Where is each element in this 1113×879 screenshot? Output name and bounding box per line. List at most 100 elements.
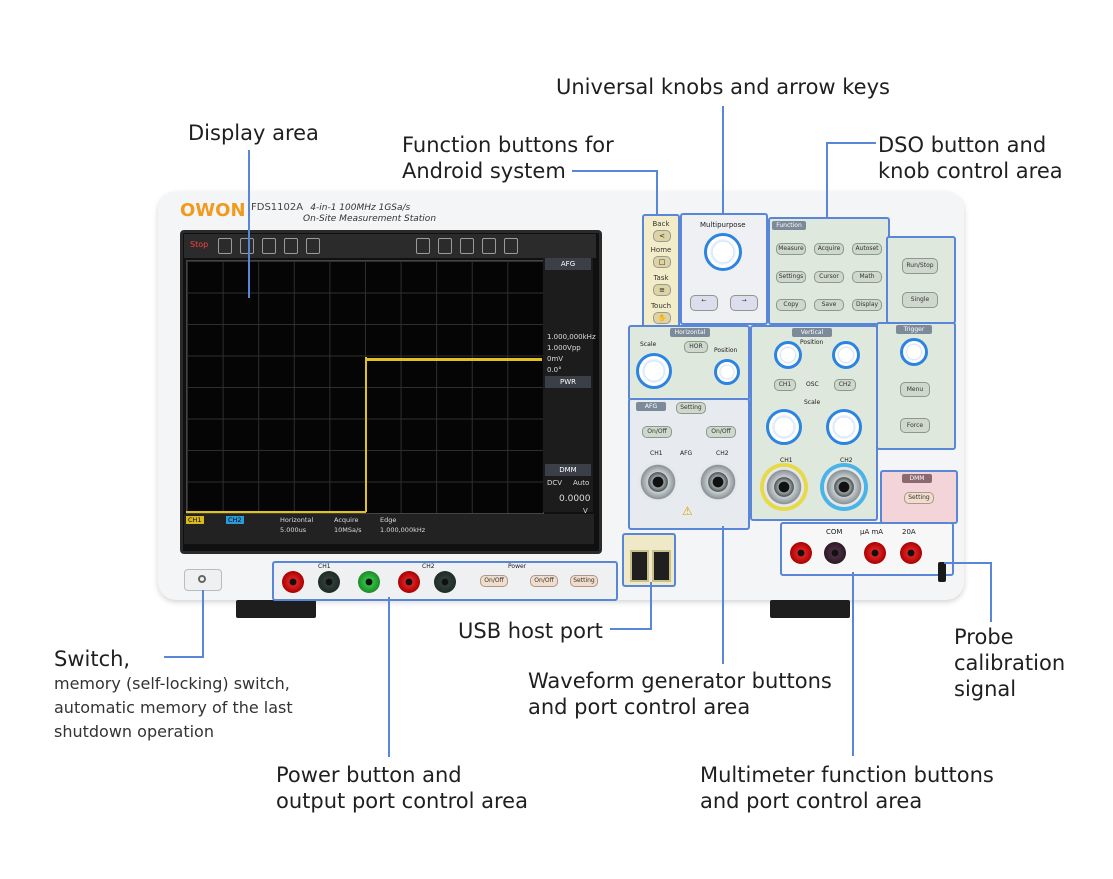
ch2-scale-knob[interactable] (826, 409, 862, 445)
20a-jack[interactable] (900, 542, 922, 564)
ch1-button[interactable]: CH1 (774, 379, 796, 391)
status-time: 5.000us (280, 526, 307, 534)
model-label: FDS1102A 4-in-1 100MHz 1GSa/s On-Site Me… (251, 202, 437, 224)
trigger-level-knob[interactable] (900, 338, 928, 366)
side-amp: 1.000Vpp (547, 344, 581, 352)
left-arrow-key[interactable]: ← (690, 295, 718, 311)
afg-mid-label: AFG (680, 450, 693, 457)
multipurpose-label: Multipurpose (700, 221, 746, 229)
default-icon[interactable] (306, 238, 320, 254)
home-button[interactable]: □ (653, 256, 671, 268)
status-freq: 1.000,000kHz (380, 526, 426, 534)
cursor-icon[interactable] (460, 238, 474, 254)
waveform-icon[interactable] (240, 238, 254, 254)
screen-side-panel: AFG 1.000,000kHz 1.000Vpp 0mV 0.0° PWR D… (543, 258, 596, 515)
afg-ch2-onoff-button[interactable]: On/Off (706, 426, 736, 438)
copy-button[interactable]: Copy (776, 299, 806, 311)
horizontal-scale-knob[interactable] (636, 353, 672, 389)
trace-edge (365, 357, 367, 512)
dmm-setting-button[interactable]: Setting (904, 492, 934, 504)
touch-label: Touch (650, 302, 672, 310)
back-button[interactable]: < (653, 230, 671, 242)
ua-ma-jack[interactable] (864, 542, 886, 564)
pwr-ground-jack[interactable] (358, 571, 380, 593)
ch2-button[interactable]: CH2 (834, 379, 856, 391)
pwr-ch1-onoff-button[interactable]: On/Off (480, 575, 508, 587)
callout-power: Power button and output port control are… (276, 763, 528, 813)
usb-port-2[interactable] (652, 550, 671, 582)
multipurpose-knob[interactable] (704, 233, 742, 271)
callout-usb: USB host port (458, 619, 603, 643)
horizontal-position-knob[interactable] (714, 359, 740, 385)
ch2-position-knob[interactable] (832, 341, 860, 369)
callout-android: Function buttons for Android system (402, 133, 614, 183)
display-button[interactable]: Display (852, 299, 882, 311)
pwr-ch1-negative-jack[interactable] (318, 571, 340, 593)
save-button[interactable]: Save (814, 299, 844, 311)
pwr-ch2-onoff-button[interactable]: On/Off (530, 575, 558, 587)
hor-button[interactable]: HOR (684, 341, 708, 353)
acquire-button[interactable]: Acquire (814, 243, 844, 255)
task-button[interactable]: ≡ (653, 284, 671, 296)
afg-setting-button[interactable]: Setting (676, 402, 706, 414)
run-control-panel: Run/Stop Single (886, 236, 956, 324)
pwr-setting-button[interactable]: Setting (570, 575, 598, 587)
copy-icon[interactable] (284, 238, 298, 254)
com-label: COM (826, 528, 843, 536)
pwr-ch1-positive-jack[interactable] (282, 571, 304, 593)
cursor-button[interactable]: Cursor (814, 271, 844, 283)
stop-indicator: Stop (190, 240, 209, 249)
dmm-panel: DMM Setting (880, 470, 958, 524)
power-output-panel: CH1 CH2 Power On/Off On/Off Setting (272, 561, 618, 601)
leader-usb-v (650, 582, 652, 630)
leader-universal (722, 106, 724, 214)
settings-button[interactable]: Settings (776, 271, 806, 283)
v-ohm-jack[interactable] (790, 542, 812, 564)
afg-ch1-output[interactable] (638, 462, 678, 502)
math-button[interactable]: Math (852, 271, 882, 283)
pwr-ch2-negative-jack[interactable] (434, 571, 456, 593)
autoset-button[interactable]: Autoset (852, 243, 882, 255)
trigger-force-button[interactable]: Force (900, 418, 930, 433)
power-head-label: Power (508, 563, 527, 570)
com-jack[interactable] (824, 542, 846, 564)
leader-dso-v (826, 142, 828, 218)
stop-icon[interactable] (218, 238, 232, 254)
usb-port-1[interactable] (630, 550, 649, 582)
probe-calibration-terminal[interactable] (938, 562, 946, 582)
touch-button[interactable]: ✋ (653, 312, 671, 324)
fft-icon[interactable] (482, 238, 496, 254)
right-arrow-key[interactable]: → (730, 295, 758, 311)
leader-waveform (722, 526, 724, 664)
leader-probe-v (990, 562, 992, 622)
vertical-panel: Vertical Position CH1 OSC CH2 Scale CH1 … (750, 325, 878, 521)
measure-button[interactable]: Measure (776, 243, 806, 255)
screen-status-bar: CH1 CH2 Horizontal 5.000us Acquire 10MSa… (184, 514, 594, 544)
power-switch[interactable] (184, 569, 222, 591)
ch2-bnc-input[interactable] (824, 467, 864, 507)
leader-switch-v (202, 590, 204, 658)
snapshot-icon[interactable] (416, 238, 430, 254)
leader-display (248, 150, 250, 298)
dso-function-panel: Function Measure Acquire Autoset Setting… (768, 217, 890, 325)
autoset-icon[interactable] (262, 238, 276, 254)
trigger-menu-button[interactable]: Menu (900, 382, 930, 397)
leader-switch-h (164, 656, 204, 658)
afg-ch2-output[interactable] (698, 462, 738, 502)
trigger-header: Trigger (896, 325, 932, 334)
force-icon[interactable] (438, 238, 452, 254)
vertical-scale-label: Scale (804, 399, 821, 406)
ch1-badge[interactable]: CH1 (186, 516, 204, 524)
back-label: Back (652, 220, 670, 228)
ch1-scale-knob[interactable] (766, 409, 802, 445)
ch1-position-knob[interactable] (774, 341, 802, 369)
ch2-badge[interactable]: CH2 (226, 516, 244, 524)
run-stop-button[interactable]: Run/Stop (902, 258, 938, 274)
xy-mode-icon[interactable] (504, 238, 518, 254)
single-button[interactable]: Single (902, 292, 938, 308)
ch1-bnc-input[interactable] (764, 467, 804, 507)
pwr-ch2-positive-jack[interactable] (398, 571, 420, 593)
afg-ch1-onoff-button[interactable]: On/Off (642, 426, 672, 438)
side-pwr-header: PWR (545, 376, 591, 388)
dmm-header: DMM (902, 474, 932, 483)
